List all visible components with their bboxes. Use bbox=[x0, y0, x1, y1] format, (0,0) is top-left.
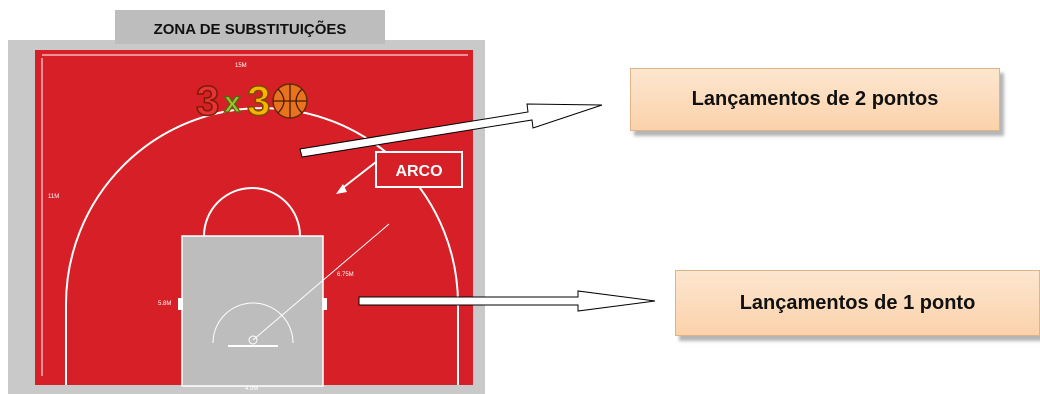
arrow-2-points bbox=[299, 103, 603, 158]
key-mark-left bbox=[178, 298, 183, 310]
logo-3x3: 3 x 3 bbox=[195, 76, 308, 125]
arc-radius-line bbox=[252, 223, 390, 341]
free-throw-circle bbox=[203, 187, 301, 237]
substitution-zone-label: ZONA DE SUBSTITUIÇÕES bbox=[154, 20, 347, 38]
arc-line bbox=[65, 107, 459, 305]
callout-two-points: Lançamentos de 2 pontos bbox=[630, 68, 1000, 131]
substitution-zone bbox=[115, 10, 385, 44]
arc-pointer-line bbox=[339, 161, 377, 191]
arc-label-box bbox=[375, 151, 463, 188]
left-dimension-label: 11M bbox=[48, 194, 59, 200]
arc-radius-label: 6.75M bbox=[337, 272, 354, 278]
logo-x: x bbox=[224, 86, 241, 119]
callout-one-point: Lançamentos de 1 ponto bbox=[675, 270, 1040, 336]
callout-one-point-text: Lançamentos de 1 ponto bbox=[739, 291, 976, 314]
bottom-dimension-label: 4.9M bbox=[245, 386, 258, 392]
restricted-area bbox=[212, 302, 294, 344]
basketball-icon bbox=[272, 83, 308, 119]
logo-digit-1: 3 bbox=[196, 77, 219, 124]
arc-pointer-head bbox=[336, 184, 347, 194]
arrow-1-point bbox=[358, 290, 656, 312]
key-mark-right bbox=[322, 298, 327, 310]
basket bbox=[248, 335, 258, 345]
logo-digit-2: 3 bbox=[247, 77, 270, 124]
key-area bbox=[181, 235, 324, 387]
callout-two-points-text: Lançamentos de 2 pontos bbox=[691, 88, 939, 110]
top-dimension-label: 15M bbox=[235, 63, 247, 69]
arc-label: ARCO bbox=[395, 163, 442, 180]
key-side-label: 5.8M bbox=[158, 301, 171, 307]
